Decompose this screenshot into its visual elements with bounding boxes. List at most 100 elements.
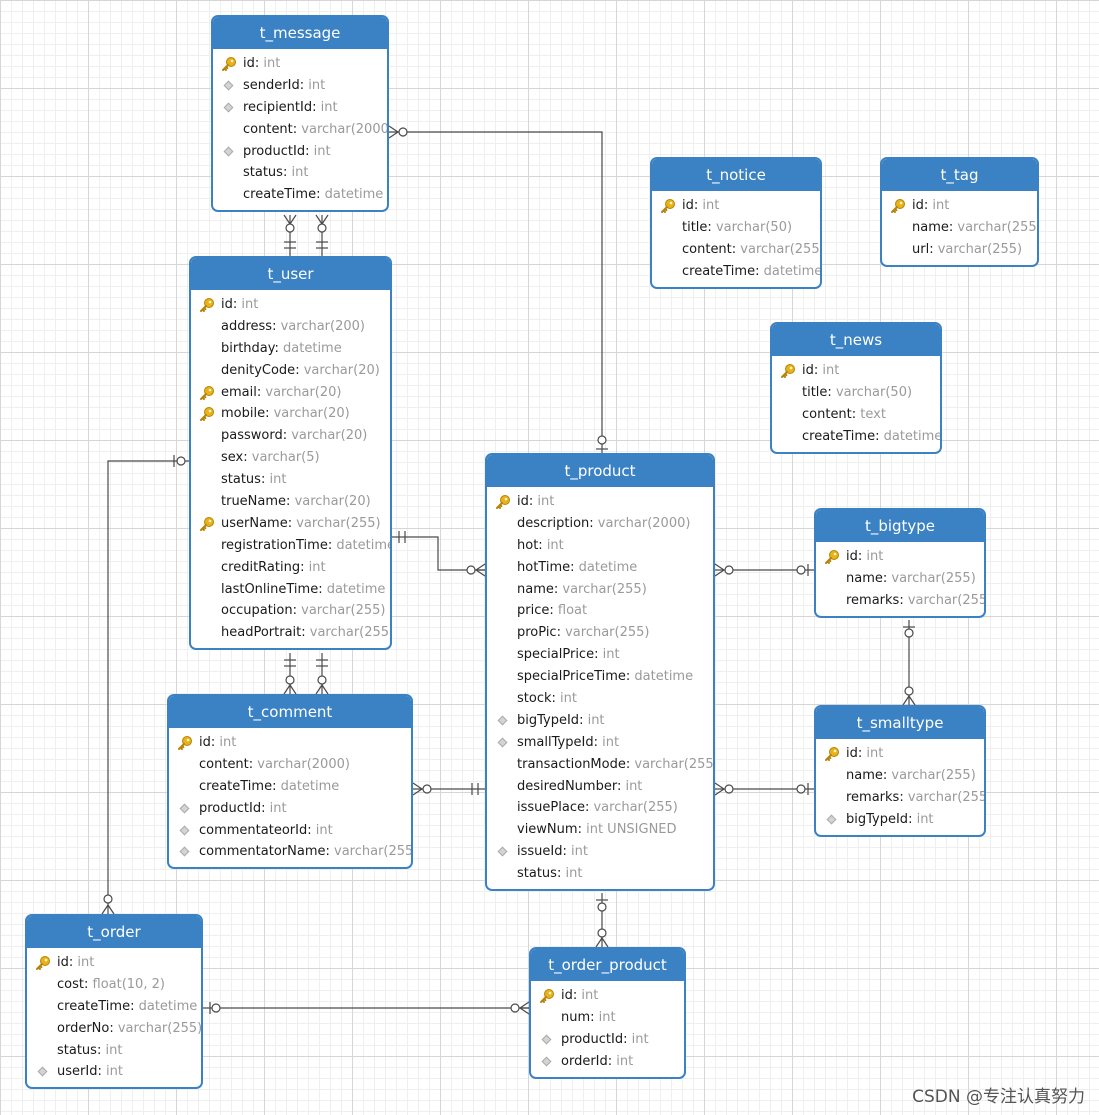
field-name: hotTime [517, 559, 571, 575]
field-separator: : [572, 988, 582, 1003]
field-row[interactable]: specialPriceTime: datetime [487, 666, 713, 688]
field-row[interactable]: id: int [213, 53, 387, 75]
field-row[interactable]: productId: int [531, 1029, 684, 1051]
field-type: int [587, 712, 605, 728]
field-row[interactable]: bigTypeId: int [816, 809, 984, 831]
field-row[interactable]: id: int [816, 546, 984, 568]
field-row[interactable]: content: varchar(255) [652, 239, 820, 261]
field-row[interactable]: address: varchar(200) [191, 316, 390, 338]
field-row[interactable]: occupation: varchar(255) [191, 600, 390, 622]
field-row[interactable]: productId: int [169, 798, 411, 820]
field-row[interactable]: birthday: datetime [191, 338, 390, 360]
field-row[interactable]: productId: int [213, 141, 387, 163]
field-row[interactable]: denityCode: varchar(20) [191, 360, 390, 382]
field-row[interactable]: id: int [531, 985, 684, 1007]
field-row[interactable]: bigTypeId: int [487, 710, 713, 732]
field-row[interactable]: headPortrait: varchar(255) [191, 622, 390, 644]
field-row[interactable]: id: int [27, 952, 201, 974]
field-row[interactable]: trueName: varchar(20) [191, 491, 390, 513]
field-row[interactable]: title: varchar(50) [652, 217, 820, 239]
field-type: varchar(255) [891, 767, 976, 783]
field-row[interactable]: proPic: varchar(255) [487, 622, 713, 644]
field-row[interactable]: email: varchar(20) [191, 382, 390, 404]
field-row[interactable]: id: int [487, 491, 713, 513]
field-row[interactable]: status: int [213, 162, 387, 184]
field-row[interactable]: stock: int [487, 688, 713, 710]
field-row[interactable]: userName: varchar(255) [191, 513, 390, 535]
field-row[interactable]: viewNum: int UNSIGNED [487, 819, 713, 841]
field-row[interactable]: createTime: datetime [652, 261, 820, 283]
many-marker [519, 1001, 530, 1015]
field-row[interactable]: content: varchar(2000) [169, 754, 411, 776]
field-row[interactable]: id: int [169, 732, 411, 754]
field-row[interactable]: status: int [27, 1040, 201, 1062]
optional-marker [904, 628, 914, 638]
field-row[interactable]: status: int [487, 863, 713, 885]
field-row[interactable]: createTime: datetime [772, 426, 940, 448]
field-row[interactable]: orderNo: varchar(255) [27, 1018, 201, 1040]
field-row[interactable]: description: varchar(2000) [487, 513, 713, 535]
field-row[interactable]: issueId: int [487, 841, 713, 863]
field-type: int UNSIGNED [586, 822, 677, 838]
field-row[interactable]: commentateorId: int [169, 820, 411, 842]
field-row[interactable]: url: varchar(255) [882, 239, 1037, 261]
field-row[interactable]: num: int [531, 1007, 684, 1029]
field-row[interactable]: orderId: int [531, 1051, 684, 1073]
field-row[interactable]: content: text [772, 404, 940, 426]
field-row[interactable]: creditRating: int [191, 557, 390, 579]
field-row[interactable]: desiredNumber: int [487, 776, 713, 798]
field-row[interactable]: smallTypeId: int [487, 732, 713, 754]
field-row[interactable]: id: int [882, 195, 1037, 217]
field-row[interactable]: issuePlace: varchar(255) [487, 797, 713, 819]
field-row[interactable]: price: float [487, 600, 713, 622]
field-row[interactable]: userId: int [27, 1061, 201, 1083]
field-separator: : [282, 165, 292, 181]
field-row[interactable]: sex: varchar(5) [191, 447, 390, 469]
field-row[interactable]: name: varchar(255) [816, 568, 984, 590]
field-row[interactable]: name: varchar(255) [882, 217, 1037, 239]
field-row[interactable]: id: int [772, 360, 940, 382]
field-row[interactable]: commentatorName: varchar(255) [169, 841, 411, 863]
field-row[interactable]: registrationTime: datetime [191, 535, 390, 557]
field-row[interactable]: id: int [652, 195, 820, 217]
field-row[interactable]: name: varchar(255) [487, 579, 713, 601]
field-row[interactable]: createTime: datetime [213, 184, 387, 206]
field-row[interactable]: password: varchar(20) [191, 425, 390, 447]
field-type: varchar(20) [265, 384, 342, 400]
field-row[interactable]: specialPrice: int [487, 644, 713, 666]
field-separator: : [274, 340, 284, 356]
field-row[interactable]: createTime: datetime [169, 776, 411, 798]
primary-key-icon [35, 955, 51, 971]
field-row[interactable]: content: varchar(2000) [213, 119, 387, 141]
field-row[interactable]: hot: int [487, 535, 713, 557]
field-row[interactable]: title: varchar(50) [772, 382, 940, 404]
field-row[interactable]: remarks: varchar(255) [816, 787, 984, 809]
optional-marker [466, 565, 476, 575]
field-row[interactable]: recipientId: int [213, 97, 387, 119]
field-row[interactable]: senderId: int [213, 75, 387, 97]
field-row[interactable]: lastOnlineTime: datetime [191, 579, 390, 601]
field-row[interactable]: id: int [191, 294, 390, 316]
field-row[interactable]: hotTime: datetime [487, 557, 713, 579]
field-row[interactable]: createTime: datetime [27, 996, 201, 1018]
field-row[interactable]: cost: float(10, 2) [27, 974, 201, 996]
field-row[interactable]: id: int [816, 743, 984, 765]
field-row[interactable]: name: varchar(255) [816, 765, 984, 787]
field-row[interactable]: transactionMode: varchar(255) [487, 754, 713, 776]
field-row[interactable]: mobile: varchar(20) [191, 403, 390, 425]
field-type: datetime [336, 537, 392, 553]
field-row[interactable]: remarks: varchar(255) [816, 590, 984, 612]
field-row[interactable]: status: int [191, 469, 390, 491]
